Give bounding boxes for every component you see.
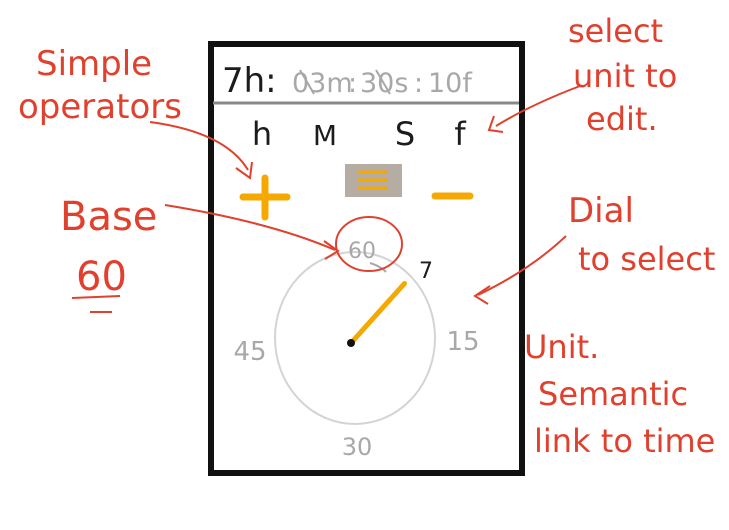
unit-minutes[interactable]: M <box>313 119 337 152</box>
dial-label-left: 45 <box>233 337 266 367</box>
annotation-select-unit-line-1: select <box>568 12 663 50</box>
annotation-dial-line-4: Semantic <box>538 375 688 413</box>
timecode-frames: 10f <box>428 68 473 99</box>
zero-slash-minutes <box>299 69 315 95</box>
annotation-arrow-base <box>164 204 336 251</box>
annotation-arrowhead-unit <box>487 115 504 133</box>
equals-button[interactable] <box>345 164 402 197</box>
annotation-base-underline-1 <box>71 295 121 299</box>
dial[interactable]: 60 15 30 45 7 <box>233 239 479 461</box>
dial-ring <box>274 251 436 425</box>
annotation-select-unit-line-2: unit to <box>573 57 677 95</box>
unit-hours[interactable]: h <box>252 115 272 153</box>
annotation-base-line-2: 60 <box>76 254 127 300</box>
dial-label-bottom: 30 <box>342 433 373 461</box>
dial-label-right: 15 <box>446 327 479 357</box>
annotation-simple-operators-line-1: Simple <box>36 44 152 84</box>
timecode-sep-1: : <box>348 68 357 99</box>
annotation-dial-line-2: to select <box>578 240 715 278</box>
annotation-select-unit-line-3: edit. <box>586 100 658 138</box>
phone-frame <box>208 41 525 476</box>
annotation-base-line-1: Base <box>60 194 157 240</box>
annotation-dial-line-3: Unit. <box>524 328 599 366</box>
annotation-arrowhead-dial <box>473 285 491 305</box>
dial-label-top: 60 <box>348 239 376 264</box>
zero-slash-seconds <box>375 69 391 95</box>
timecode-display: 7h: 03m : 30s : 10f <box>222 61 473 101</box>
annotation-dial-line-5: link to time <box>534 422 715 460</box>
unit-selector: h M S f <box>252 115 467 153</box>
annotation-dial-line-1: Dial <box>568 191 634 231</box>
unit-frames[interactable]: f <box>454 115 466 153</box>
annotation-base-circle <box>335 216 403 272</box>
annotation-arrow-dial <box>477 235 567 296</box>
dial-tick-arc <box>369 262 387 273</box>
annotation-simple-operators-line-2: operators <box>18 87 182 127</box>
plus-button[interactable] <box>239 174 291 221</box>
timecode-sep-2: : <box>414 68 423 99</box>
dial-current-value: 7 <box>419 259 433 284</box>
annotation-arrowhead-operators <box>235 161 253 180</box>
unit-seconds[interactable]: S <box>395 115 415 153</box>
annotation-base: Base 60 <box>60 194 403 313</box>
dial-center <box>347 339 355 347</box>
annotation-select-unit: select unit to edit. <box>487 12 677 138</box>
annotation-arrow-unit <box>495 85 581 127</box>
timecode-hours: 7h: <box>222 61 277 101</box>
annotation-simple-operators: Simple operators <box>18 44 253 180</box>
annotation-arrow-operators <box>149 121 249 171</box>
annotation-dial: Dial to select Unit. Semantic link to ti… <box>473 191 715 460</box>
dial-hand[interactable] <box>348 281 407 346</box>
